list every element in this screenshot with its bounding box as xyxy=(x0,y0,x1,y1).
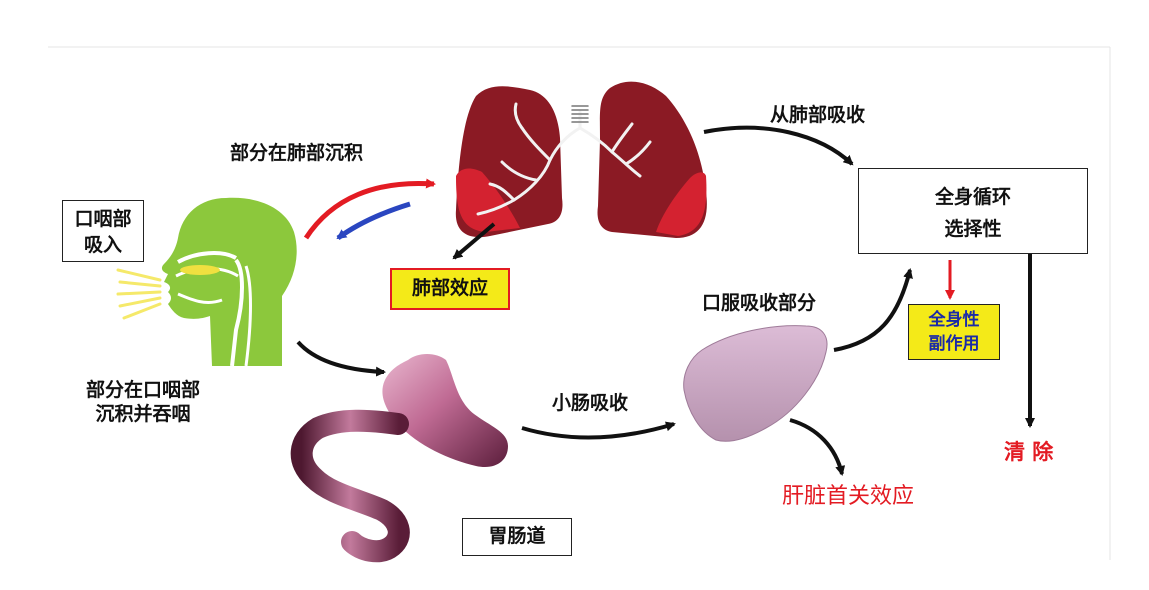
deposit-throat-line2: 沉积并吞咽 xyxy=(95,403,191,425)
oral-absorb-label: 口服吸收部分 xyxy=(702,292,817,314)
lung-effect-box: 肺部效应 xyxy=(390,268,510,310)
circulation-label: 全身循环 xyxy=(934,186,1011,208)
first-pass-label: 肝脏首关效应 xyxy=(782,484,915,509)
arrow-intestine-to-liver xyxy=(521,421,676,440)
deposit-throat-line1: 部分在口咽部 xyxy=(86,379,201,401)
lung-effect-label: 肺部效应 xyxy=(411,277,488,299)
arrow-lung-to-circulation xyxy=(703,125,854,166)
arrow-liver-to-first-pass xyxy=(789,418,846,476)
arrow-liver-to-circulation xyxy=(833,268,913,352)
selectivity-label: 选择性 xyxy=(944,218,1002,240)
side-effect-box: 全身性 副作用 xyxy=(908,304,1000,360)
arrow-throat-to-stomach xyxy=(296,340,386,377)
spray-lines xyxy=(116,268,162,320)
deposit-throat-label: 部分在口咽部 沉积并吞咽 xyxy=(86,378,200,426)
gi-tract-illustration xyxy=(290,354,508,563)
lungs-illustration xyxy=(455,81,707,238)
head-silhouette xyxy=(161,197,297,367)
inhale-label-line1: 口咽部 xyxy=(74,208,132,230)
side-effect-line1: 全身性 xyxy=(928,310,980,330)
arrow-inhale-to-lung xyxy=(303,178,436,240)
side-effect-line2: 副作用 xyxy=(928,334,980,354)
intestine-absorb-label: 小肠吸收 xyxy=(552,392,629,414)
circulation-box: 全身循环 选择性 xyxy=(858,168,1088,254)
arrow-lung-to-lung-effect xyxy=(452,222,496,260)
absorb-lung-label: 从肺部吸收 xyxy=(770,104,866,126)
arrow-lung-to-throat xyxy=(336,201,411,241)
gi-tract-label-box: 胃肠道 xyxy=(462,518,572,556)
liver-illustration xyxy=(683,325,828,442)
inhale-label-box: 口咽部 吸入 xyxy=(62,200,144,262)
clearance-label: 清 除 xyxy=(1004,440,1054,464)
deposit-lung-label: 部分在肺部沉积 xyxy=(230,142,364,164)
gi-tract-label: 胃肠道 xyxy=(488,525,546,547)
inhale-label-line2: 吸入 xyxy=(83,234,122,256)
